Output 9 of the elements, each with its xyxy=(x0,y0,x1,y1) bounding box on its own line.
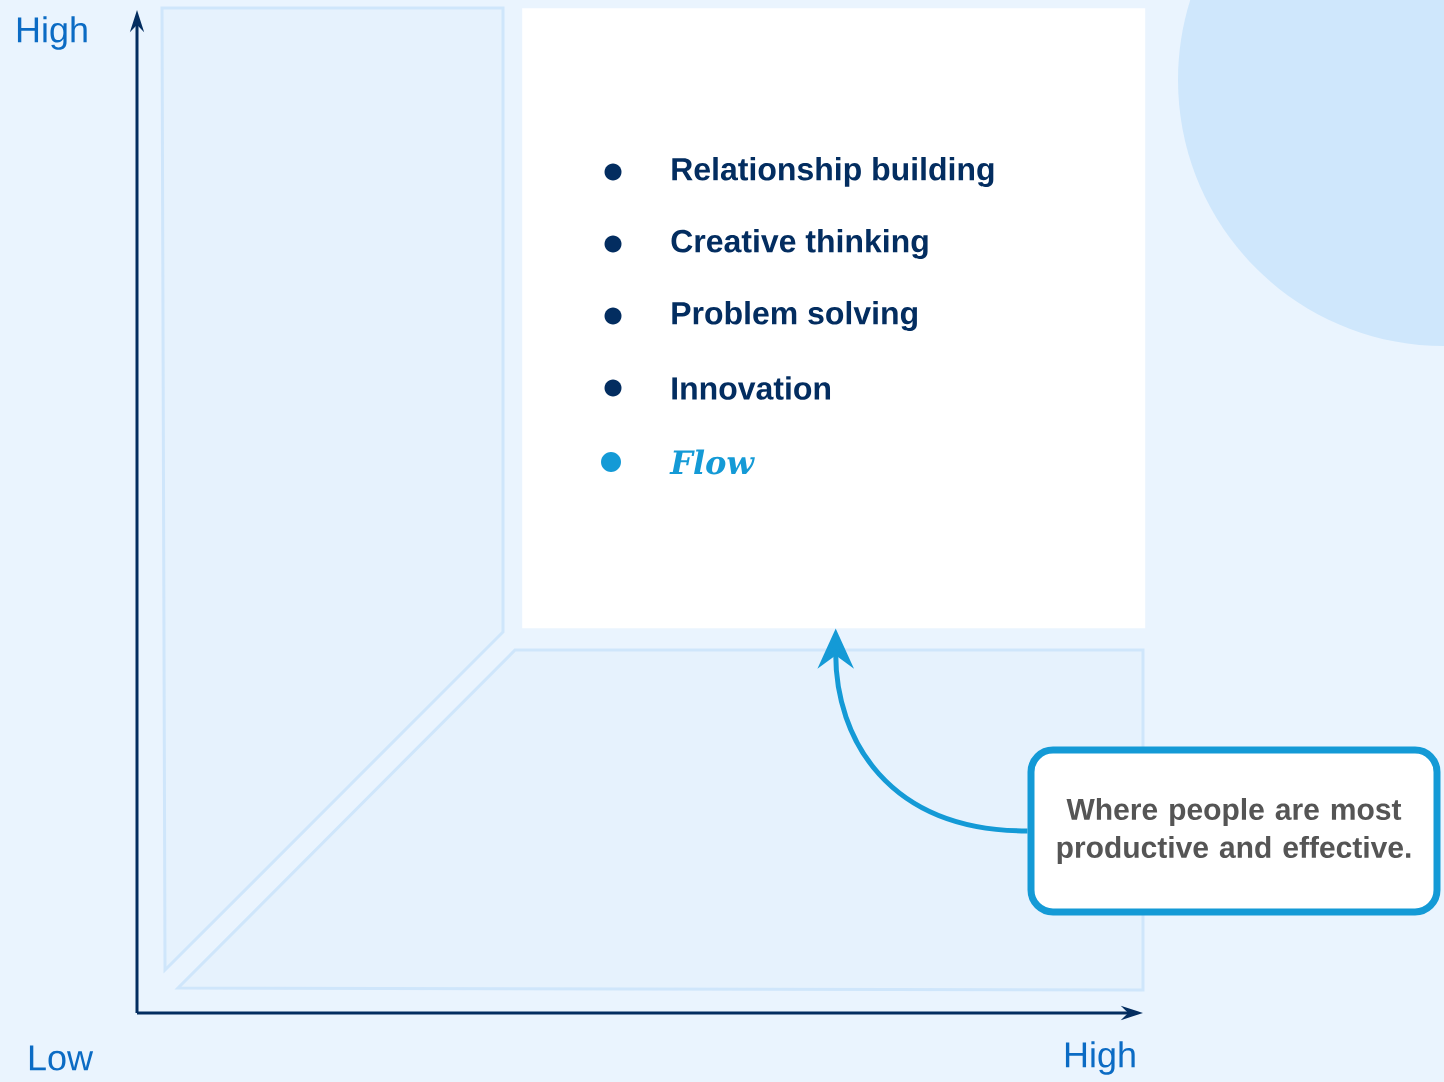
list-item: Problem solving xyxy=(672,301,917,331)
list-item: Innovation xyxy=(672,376,830,400)
list-item: Relationship building xyxy=(672,157,994,187)
axis-label: High xyxy=(17,16,87,50)
axis-label: High xyxy=(1065,1041,1135,1075)
list-item: Flow xyxy=(669,449,755,475)
list-item: Creative thinking xyxy=(671,229,928,259)
callout-box: Where people are most productive and effective. xyxy=(1027,746,1441,916)
axis-label: Low xyxy=(29,1045,94,1071)
